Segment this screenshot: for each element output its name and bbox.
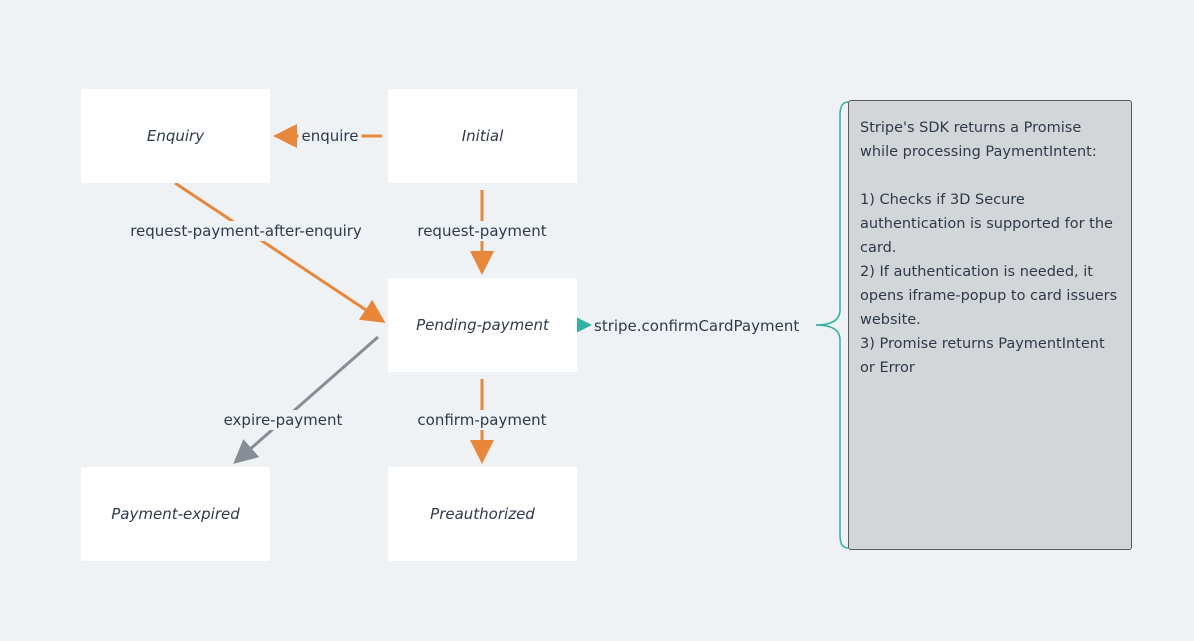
state-preauthorized: Preauthorized	[388, 467, 577, 561]
arrow-expire-payment	[233, 335, 379, 464]
note-step-1: 1) Checks if 3D Secure authentication is…	[860, 192, 1113, 256]
note-step-3: 3) Promise returns PaymentIntent or Erro…	[860, 336, 1105, 376]
label-expire-payment: expire-payment	[219, 410, 347, 430]
label-confirm-card-payment: stripe.confirmCardPayment	[594, 317, 800, 335]
label-request-payment-after-enquiry: request-payment-after-enquiry	[126, 221, 366, 241]
state-pending-payment: Pending-payment	[388, 278, 577, 372]
label-enquire: enquire	[298, 126, 362, 146]
note-brace	[815, 101, 849, 549]
note-box: Stripe's SDK returns a Promise while pro…	[848, 100, 1132, 550]
label-request-payment: request-payment	[413, 221, 551, 241]
note-spacer	[860, 164, 1121, 188]
note-intro: Stripe's SDK returns a Promise while pro…	[860, 120, 1097, 160]
state-enquiry: Enquiry	[81, 89, 270, 183]
label-confirm-payment: confirm-payment	[413, 410, 551, 430]
note-step-2: 2) If authentication is needed, it opens…	[860, 264, 1118, 328]
arrow-request-payment-after-enquiry	[174, 181, 386, 323]
state-payment-expired: Payment-expired	[81, 467, 270, 561]
state-initial: Initial	[388, 89, 577, 183]
